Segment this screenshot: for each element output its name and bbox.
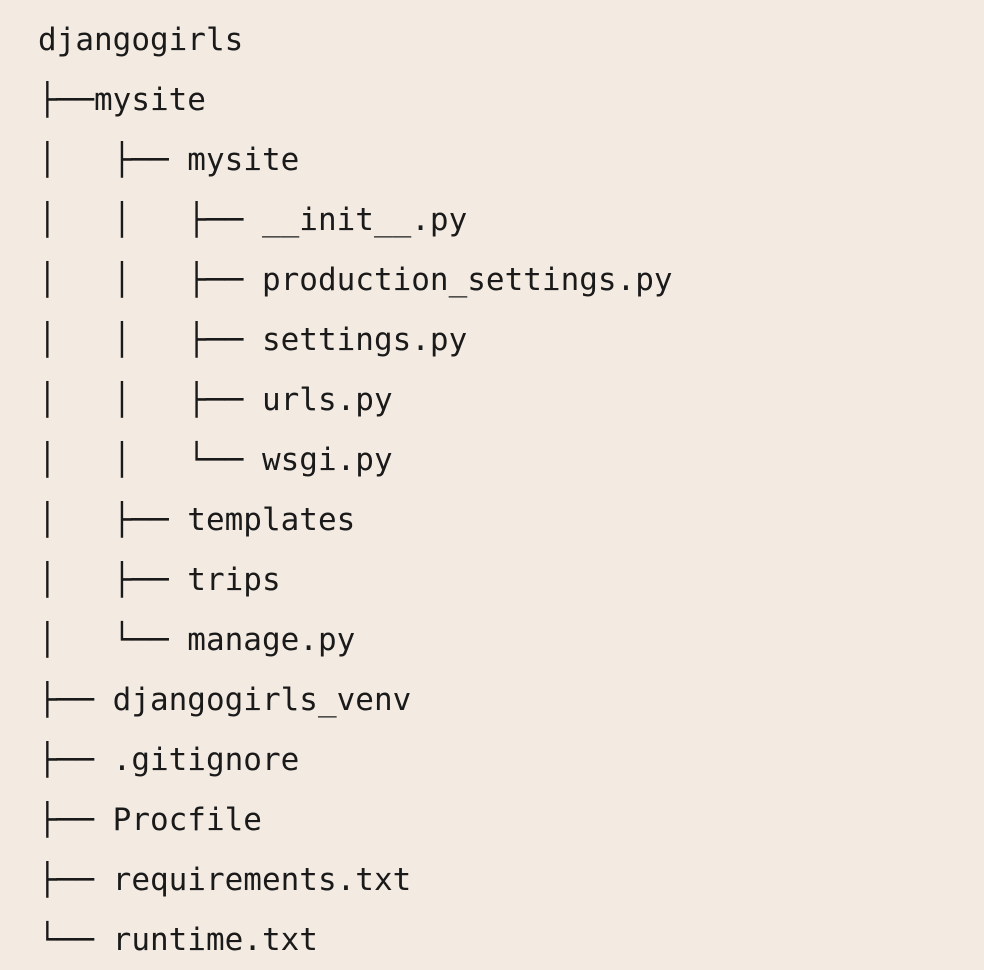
tree-line: │ │ ├── settings.py (38, 322, 468, 358)
tree-line: │ ├── templates (38, 502, 356, 538)
tree-line: djangogirls (38, 22, 244, 58)
tree-line: ├── .gitignore (38, 742, 300, 778)
tree-line: ├── requirements.txt (38, 862, 412, 898)
tree-line: └── runtime.txt (38, 922, 318, 958)
tree-line: │ │ ├── urls.py (38, 382, 393, 418)
tree-line: │ │ ├── production_settings.py (38, 262, 673, 298)
tree-line: ├── Procfile (38, 802, 262, 838)
tree-line: │ ├── trips (38, 562, 281, 598)
tree-line: │ │ └── wsgi.py (38, 442, 393, 478)
tree-line: │ │ ├── __init__.py (38, 202, 468, 238)
tree-line: │ └── manage.py (38, 622, 356, 658)
tree-line: ├── djangogirls_venv (38, 682, 412, 718)
tree-line: │ ├── mysite (38, 142, 300, 178)
tree-line: ├──mysite (38, 82, 206, 118)
